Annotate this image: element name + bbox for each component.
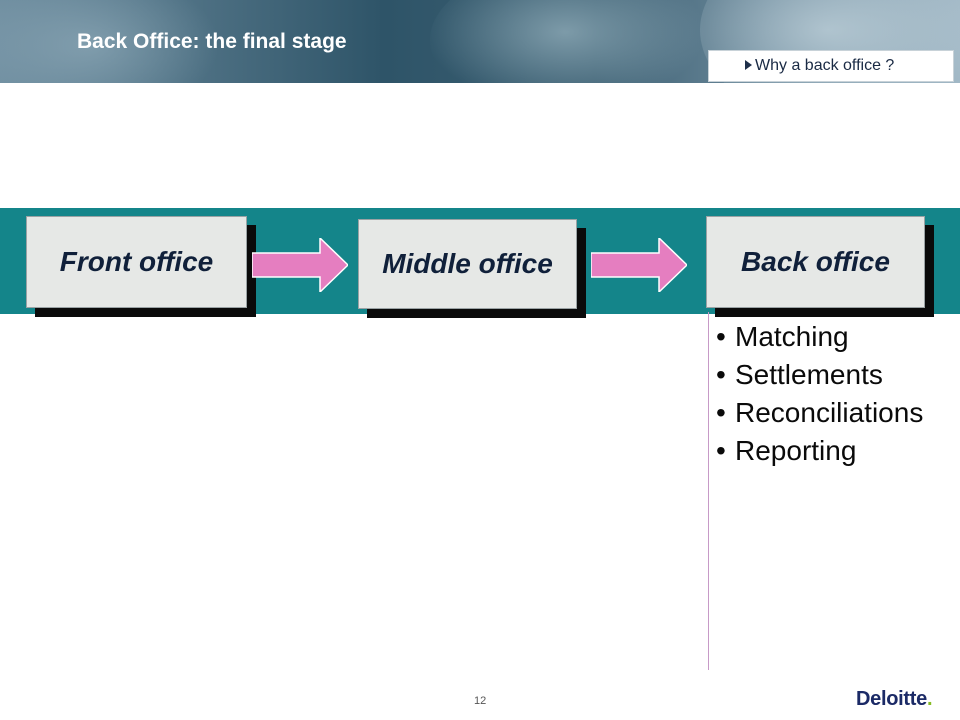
why-back-office-link[interactable]: Why a back office ? bbox=[708, 50, 954, 82]
middle-office-box: Middle office bbox=[358, 219, 577, 309]
front-office-label: Front office bbox=[59, 246, 214, 277]
task-label: Reconciliations bbox=[735, 397, 924, 428]
list-item: •Reporting bbox=[716, 435, 857, 466]
logo-text: Deloitte bbox=[856, 688, 927, 710]
back-office-task-list: •Matching •Settlements •Reconciliations … bbox=[716, 318, 923, 470]
list-item: •Matching bbox=[716, 321, 849, 352]
middle-office-label: Middle office bbox=[382, 248, 553, 279]
task-label: Matching bbox=[735, 321, 849, 352]
banner-decoration bbox=[430, 0, 730, 83]
arrow-front-to-middle bbox=[252, 238, 348, 292]
task-label: Reporting bbox=[735, 435, 857, 466]
arrow-middle-to-back bbox=[591, 238, 687, 292]
front-office-box: Front office bbox=[26, 216, 247, 308]
divider-line bbox=[708, 312, 709, 670]
header-banner bbox=[0, 0, 960, 83]
task-label: Settlements bbox=[735, 359, 883, 390]
why-back-office-label: Why a back office ? bbox=[755, 57, 895, 74]
list-item: •Settlements bbox=[716, 359, 883, 390]
deloitte-logo: Deloitte. bbox=[856, 688, 933, 711]
logo-dot: . bbox=[926, 688, 933, 710]
back-office-label: Back office bbox=[741, 246, 890, 277]
back-office-box: Back office bbox=[706, 216, 925, 308]
list-item: •Reconciliations bbox=[716, 397, 924, 428]
page-number: 12 bbox=[474, 695, 487, 707]
play-arrow-icon bbox=[745, 60, 752, 70]
page-title: Back Office: the final stage bbox=[77, 30, 347, 53]
banner-decoration bbox=[0, 0, 220, 83]
